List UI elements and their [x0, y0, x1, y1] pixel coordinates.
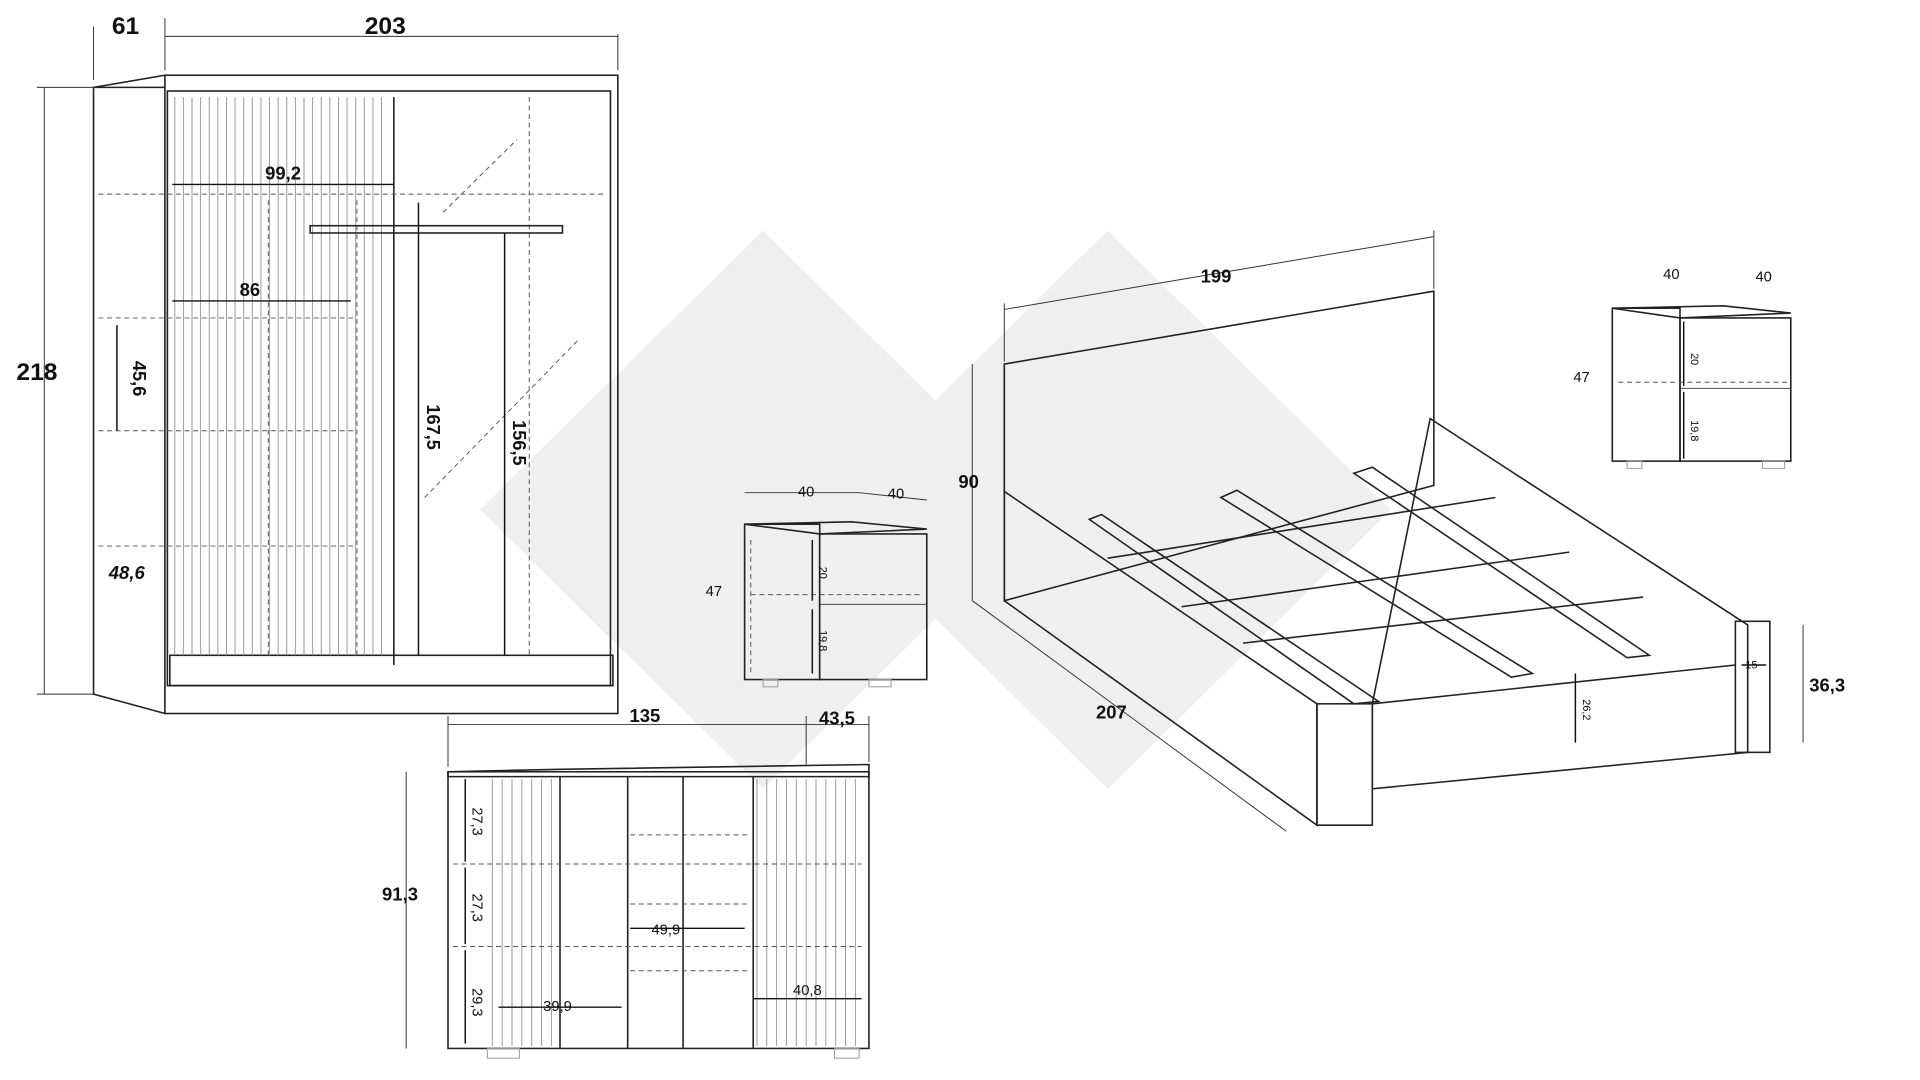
wardrobe-width-label: 203: [365, 13, 406, 40]
nightstand-left-height-label: 47: [706, 584, 722, 600]
bed-width-label: 199: [1201, 266, 1232, 287]
wardrobe-rail-height-label: 156,5: [509, 420, 530, 466]
dresser-shelf-2-label: 27,3: [469, 894, 485, 922]
dresser-right-width-label: 40,8: [793, 983, 822, 999]
wardrobe-shelf-width-label: 86: [240, 279, 261, 300]
nightstand-right-height-label: 47: [1573, 370, 1589, 386]
watermark-logo: [480, 230, 1391, 789]
nightstand-left-drawing: 40 40 47 20 19,8: [706, 484, 928, 688]
dresser-drawing: 135 43,5 91,3 27,3 27,3 29,3 49,9 39,9 4…: [382, 705, 870, 1059]
bed-leg-width-label: 15: [1745, 660, 1757, 672]
dresser-height-label: 91,3: [382, 884, 418, 905]
dresser-shelf-3-label: 29,3: [469, 988, 485, 1016]
bed-foot-height-label: 36,3: [1809, 675, 1845, 696]
dresser-shelf-1-label: 27,3: [469, 807, 485, 835]
nightstand-left-lower-label: 19,8: [817, 630, 829, 651]
nightstand-left-width-label: 40: [798, 484, 814, 500]
nightstand-right-lower-label: 19,8: [1688, 420, 1700, 441]
wardrobe-drawing: 61 203 218 99,2 86 45,6 48,6 167,5 156,5: [16, 13, 619, 715]
bed-rail-height-label: 26,2: [1580, 699, 1592, 720]
dresser-width-label: 135: [630, 705, 661, 726]
wardrobe-inner-width-label: 99,2: [265, 163, 301, 184]
nightstand-left-upper-label: 20: [817, 567, 829, 579]
nightstand-right-drawing: 40 40 47 20 19,8: [1573, 267, 1792, 469]
nightstand-right-width-label: 40: [1663, 267, 1679, 283]
wardrobe-hanging-height-label: 167,5: [423, 404, 444, 450]
bed-headboard-height-label: 90: [958, 471, 979, 492]
dresser-depth-label: 43,5: [819, 708, 855, 729]
dresser-left-width-label: 39,9: [543, 999, 572, 1015]
bed-length-label: 207: [1096, 702, 1127, 723]
nightstand-left-depth-label: 40: [888, 487, 904, 503]
bed-drawing: 199 90 207 36,3 15 26,2: [958, 230, 1845, 832]
dresser-middle-width-label: 49,9: [651, 922, 680, 938]
wardrobe-height-label: 218: [16, 359, 57, 386]
nightstand-right-depth-label: 40: [1755, 270, 1771, 286]
wardrobe-depth-label: 61: [112, 13, 139, 40]
wardrobe-shelf-depth-label: 48,6: [108, 562, 146, 583]
wardrobe-shelf-gap-label: 45,6: [129, 361, 150, 396]
nightstand-right-upper-label: 20: [1688, 353, 1700, 365]
